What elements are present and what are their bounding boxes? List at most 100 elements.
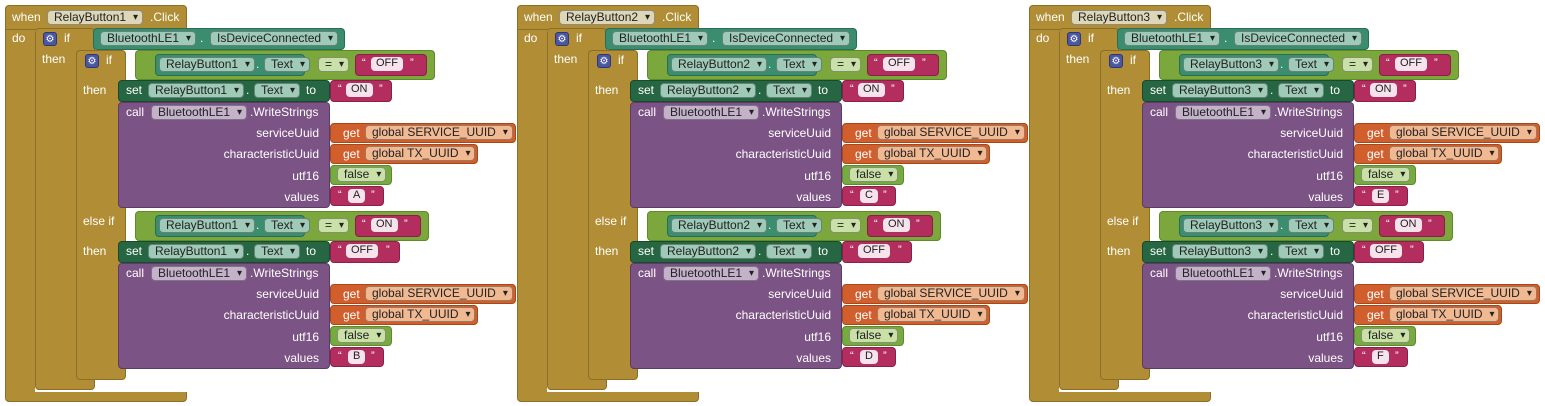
- operator-dropdown[interactable]: =: [1342, 218, 1374, 233]
- text-value[interactable]: B: [348, 350, 366, 364]
- gear-icon[interactable]: ⚙: [597, 54, 611, 68]
- variable-dropdown[interactable]: global TX_UUID: [877, 307, 988, 322]
- property-dropdown[interactable]: IsDeviceConnected: [210, 31, 339, 46]
- property-dropdown[interactable]: Text: [254, 244, 301, 259]
- ble-component-dropdown[interactable]: BluetoothLE1: [100, 31, 197, 46]
- ble-component-dropdown[interactable]: BluetoothLE1: [151, 266, 248, 281]
- variable-dropdown[interactable]: global SERVICE_UUID: [877, 125, 1025, 140]
- variable-dropdown[interactable]: global TX_UUID: [877, 146, 988, 161]
- component-dropdown[interactable]: RelayButton2: [660, 244, 757, 259]
- text-value[interactable]: ON: [346, 83, 373, 97]
- variable-dropdown[interactable]: global TX_UUID: [1389, 146, 1500, 161]
- property-dropdown[interactable]: Text: [776, 57, 823, 72]
- method-label: .WriteStrings: [762, 266, 831, 280]
- text-value[interactable]: OFF: [1370, 244, 1402, 258]
- property-dropdown[interactable]: IsDeviceConnected: [1234, 31, 1363, 46]
- text-value[interactable]: OFF: [883, 57, 915, 71]
- boolean-dropdown[interactable]: false: [1361, 328, 1411, 343]
- operator-dropdown[interactable]: =: [830, 218, 862, 233]
- property-dropdown[interactable]: Text: [766, 83, 813, 98]
- property-dropdown[interactable]: Text: [766, 244, 813, 259]
- component-dropdown[interactable]: RelayButton3: [1071, 10, 1168, 25]
- operator-dropdown[interactable]: =: [318, 218, 350, 233]
- property-dropdown[interactable]: Text: [1288, 218, 1335, 233]
- text-value[interactable]: OFF: [346, 244, 378, 258]
- text-value[interactable]: OFF: [1395, 57, 1427, 71]
- open-quote: “: [1362, 83, 1366, 95]
- property-dropdown[interactable]: Text: [1278, 244, 1325, 259]
- click-event-label: .Click: [662, 10, 692, 24]
- component-dropdown[interactable]: RelayButton3: [1172, 83, 1269, 98]
- property-dropdown[interactable]: IsDeviceConnected: [722, 31, 851, 46]
- component-dropdown[interactable]: RelayButton1: [159, 57, 256, 72]
- variable-dropdown[interactable]: global SERVICE_UUID: [365, 125, 513, 140]
- variable-dropdown[interactable]: global TX_UUID: [365, 307, 476, 322]
- component-dropdown[interactable]: RelayButton2: [660, 83, 757, 98]
- ble-component-dropdown[interactable]: BluetoothLE1: [663, 105, 760, 120]
- method-label: .WriteStrings: [1274, 105, 1343, 119]
- boolean-dropdown[interactable]: false: [337, 328, 387, 343]
- boolean-dropdown[interactable]: false: [1361, 167, 1411, 182]
- dot-label: .: [1270, 83, 1274, 97]
- operator-dropdown[interactable]: =: [318, 57, 350, 72]
- text-value[interactable]: OFF: [858, 244, 890, 258]
- property-dropdown[interactable]: Text: [1278, 83, 1325, 98]
- boolean-dropdown[interactable]: false: [337, 167, 387, 182]
- get-keyword: get: [1367, 126, 1384, 140]
- variable-dropdown[interactable]: global TX_UUID: [1389, 307, 1500, 322]
- property-dropdown[interactable]: Text: [254, 83, 301, 98]
- ble-component-dropdown[interactable]: BluetoothLE1: [1124, 31, 1221, 46]
- component-dropdown[interactable]: RelayButton3: [1183, 57, 1280, 72]
- ble-component-dropdown[interactable]: BluetoothLE1: [612, 31, 709, 46]
- gear-icon[interactable]: ⚙: [1109, 54, 1123, 68]
- inner-if-block[interactable]: [588, 50, 638, 380]
- text-value[interactable]: E: [1372, 189, 1390, 203]
- open-quote: “: [1362, 350, 1366, 362]
- text-value[interactable]: A: [348, 189, 366, 203]
- set-keyword: set: [638, 244, 655, 258]
- operator-dropdown[interactable]: =: [830, 57, 862, 72]
- component-dropdown[interactable]: RelayButton1: [159, 218, 256, 233]
- text-value[interactable]: ON: [1395, 218, 1422, 232]
- property-dropdown[interactable]: Text: [264, 218, 311, 233]
- gear-icon[interactable]: ⚙: [1067, 32, 1081, 46]
- component-dropdown[interactable]: RelayButton2: [671, 218, 768, 233]
- text-value[interactable]: ON: [1370, 83, 1397, 97]
- component-dropdown[interactable]: RelayButton2: [671, 57, 768, 72]
- operator-dropdown[interactable]: =: [1342, 57, 1374, 72]
- inner-if-block[interactable]: [76, 50, 126, 380]
- get-keyword: get: [1367, 308, 1384, 322]
- component-dropdown[interactable]: RelayButton1: [148, 244, 245, 259]
- text-value[interactable]: OFF: [371, 57, 403, 71]
- component-dropdown[interactable]: RelayButton1: [148, 83, 245, 98]
- property-dropdown[interactable]: Text: [776, 218, 823, 233]
- text-value[interactable]: ON: [883, 218, 910, 232]
- variable-dropdown[interactable]: global SERVICE_UUID: [365, 286, 513, 301]
- text-value[interactable]: F: [1372, 350, 1389, 364]
- gear-icon[interactable]: ⚙: [555, 32, 569, 46]
- text-value[interactable]: ON: [371, 218, 398, 232]
- ble-component-dropdown[interactable]: BluetoothLE1: [663, 266, 760, 281]
- property-dropdown[interactable]: Text: [264, 57, 311, 72]
- variable-dropdown[interactable]: global TX_UUID: [365, 146, 476, 161]
- inner-if-block[interactable]: [1100, 50, 1150, 380]
- boolean-dropdown[interactable]: false: [849, 167, 899, 182]
- text-value[interactable]: ON: [858, 83, 885, 97]
- gear-icon[interactable]: ⚙: [85, 54, 99, 68]
- component-dropdown[interactable]: RelayButton3: [1172, 244, 1269, 259]
- gear-icon[interactable]: ⚙: [43, 32, 57, 46]
- variable-dropdown[interactable]: global SERVICE_UUID: [1389, 125, 1537, 140]
- boolean-dropdown[interactable]: false: [849, 328, 899, 343]
- text-value[interactable]: D: [860, 350, 878, 364]
- component-dropdown[interactable]: RelayButton2: [559, 10, 656, 25]
- ble-component-dropdown[interactable]: BluetoothLE1: [1175, 105, 1272, 120]
- text-value[interactable]: C: [860, 189, 878, 203]
- component-dropdown[interactable]: RelayButton3: [1183, 218, 1280, 233]
- ble-component-dropdown[interactable]: BluetoothLE1: [151, 105, 248, 120]
- ble-component-dropdown[interactable]: BluetoothLE1: [1175, 266, 1272, 281]
- variable-dropdown[interactable]: global SERVICE_UUID: [1389, 286, 1537, 301]
- component-dropdown[interactable]: RelayButton1: [47, 10, 144, 25]
- property-dropdown[interactable]: Text: [1288, 57, 1335, 72]
- variable-dropdown[interactable]: global SERVICE_UUID: [877, 286, 1025, 301]
- if-keyword: if: [106, 53, 112, 67]
